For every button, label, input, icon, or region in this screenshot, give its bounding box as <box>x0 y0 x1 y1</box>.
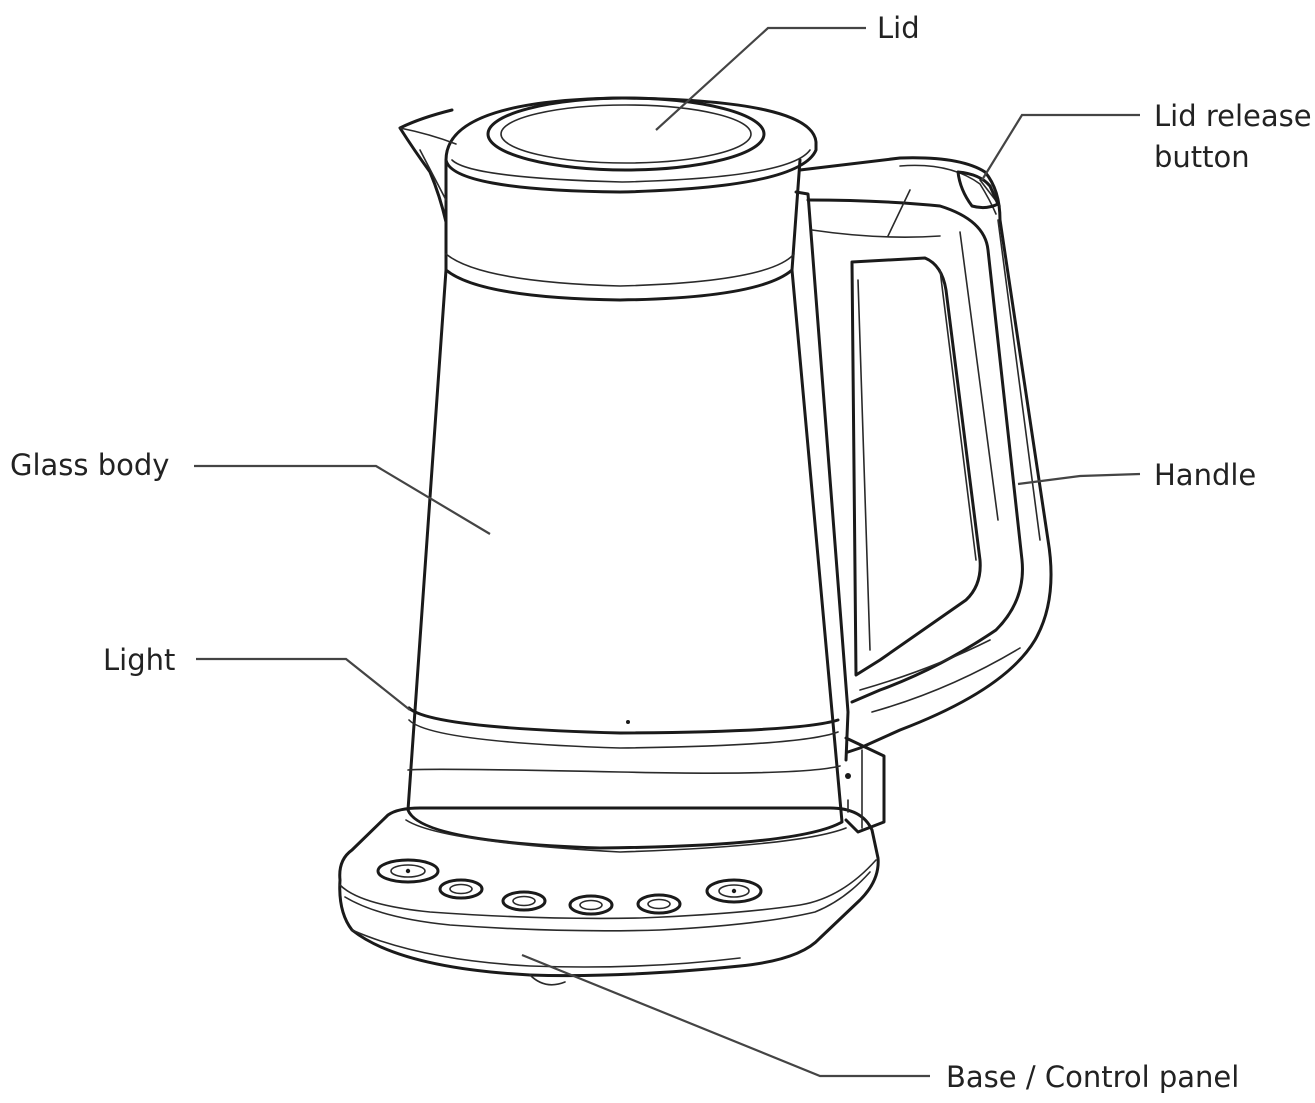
labels: Lid Lid release button Handle Glass body… <box>10 11 1312 1094</box>
leader-glass-body <box>194 464 491 535</box>
lid-release-button[interactable] <box>956 170 1000 210</box>
glass-body <box>405 268 847 853</box>
control-button-5[interactable] <box>636 893 682 915</box>
control-button-6[interactable] <box>705 878 763 904</box>
leader-handle <box>1017 472 1141 486</box>
light-ring <box>407 706 841 774</box>
control-button-1[interactable] <box>376 858 440 884</box>
label-lid-release-line2: button <box>1154 140 1250 174</box>
leader-lines <box>194 26 1141 1078</box>
lid-assembly <box>444 96 818 302</box>
leader-lid-release <box>981 113 1140 181</box>
leader-lid <box>655 26 866 131</box>
label-handle: Handle <box>1154 458 1256 492</box>
label-light: Light <box>103 643 175 677</box>
leader-light <box>196 657 411 711</box>
control-button-4[interactable] <box>568 894 614 916</box>
label-base-control-panel: Base / Control panel <box>946 1060 1239 1094</box>
base-unit <box>338 806 880 986</box>
label-lid-release-line1: Lid release <box>1154 99 1312 133</box>
handle-connector <box>844 736 886 834</box>
label-lid: Lid <box>877 11 920 45</box>
control-button-2[interactable] <box>438 878 484 900</box>
leader-base <box>521 953 930 1078</box>
spout <box>398 108 457 224</box>
control-panel-buttons <box>376 858 763 916</box>
label-glass-body: Glass body <box>10 448 169 482</box>
handle <box>794 156 1053 762</box>
control-button-3[interactable] <box>501 890 547 912</box>
